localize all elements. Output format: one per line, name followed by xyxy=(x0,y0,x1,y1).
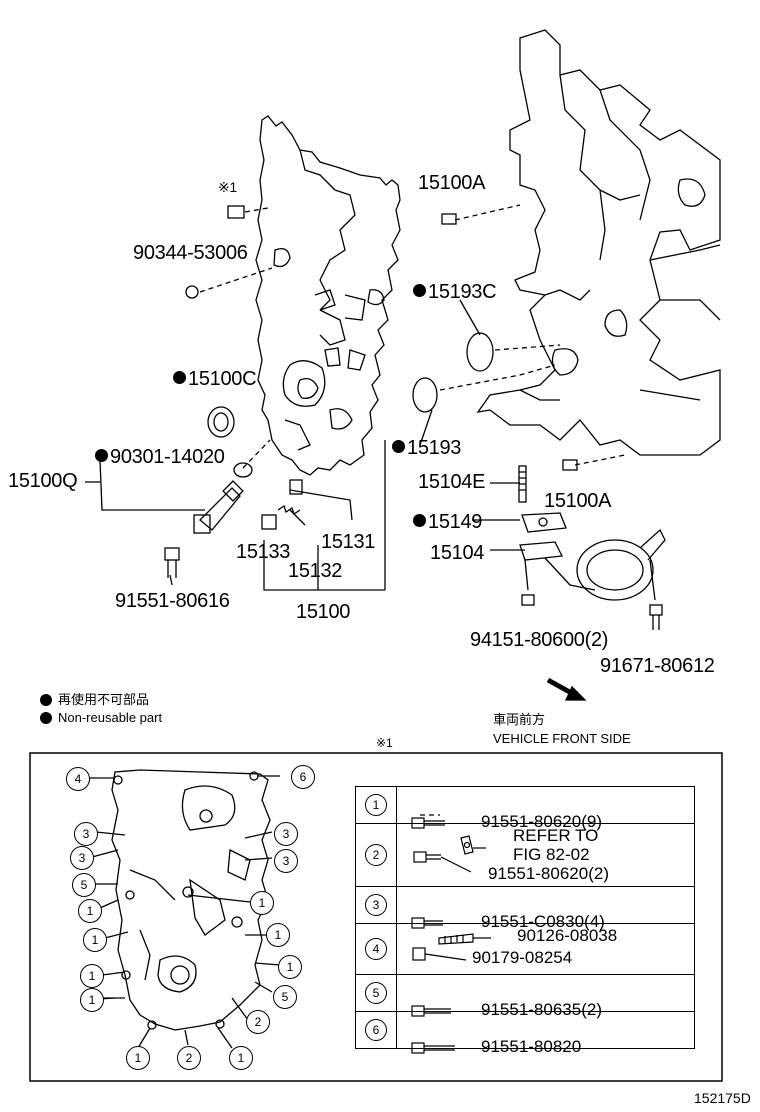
detail-cover-drawing xyxy=(111,769,271,1031)
callout-2: 2 xyxy=(246,1010,270,1034)
table-row: 5 91551-80635(2) xyxy=(355,974,695,1019)
table-row: 4 90126-08038 90179-08254 xyxy=(355,923,695,975)
callout-4: 4 xyxy=(66,767,90,791)
refer-text: REFER TO xyxy=(513,826,599,845)
label-15104: 15104 xyxy=(430,542,485,564)
non-reusable-dot-icon xyxy=(40,693,52,706)
table-row: 1 91551-80620(9) xyxy=(355,786,695,831)
part-number: 90126-08038 xyxy=(517,926,618,945)
direction-english: VEHICLE FRONT SIDE xyxy=(493,731,631,746)
callout-3: 3 xyxy=(274,822,298,846)
bolt-icon xyxy=(411,1005,451,1017)
row-number: 2 xyxy=(365,844,387,866)
non-reusable-dot-icon xyxy=(40,711,52,724)
callout-1: 1 xyxy=(229,1046,253,1070)
callout-3: 3 xyxy=(274,849,298,873)
figure-id: 152175D xyxy=(694,1090,751,1106)
part-number: 91551-80635(2) xyxy=(481,1000,602,1019)
part-number: 91551-C0830(4) xyxy=(481,912,605,931)
bracket-bolt-icon xyxy=(413,835,486,873)
direction-japanese: 車両前方 xyxy=(493,712,546,727)
label-15193: 15193 xyxy=(392,437,461,459)
table-row: 2 REFER TO FIG 82-02 91551-80620(2) xyxy=(355,823,695,887)
table-row: 3 91551-C0830(4) xyxy=(355,886,695,931)
label-15149: 15149 xyxy=(413,511,482,533)
label-94151-80600: 94151-80600(2) xyxy=(470,629,609,651)
label-91671-80612: 91671-80612 xyxy=(600,655,715,677)
row-number: 6 xyxy=(365,1019,387,1041)
label-15100C: 15100C xyxy=(173,368,257,390)
non-reusable-dot-icon xyxy=(173,371,186,385)
non-reusable-dot-icon xyxy=(413,514,426,528)
legend-english: Non-reusable part xyxy=(40,710,162,726)
callout-1: 1 xyxy=(250,891,274,915)
detail-mark: ※1 xyxy=(376,736,393,750)
bolt-icon xyxy=(411,1042,455,1054)
solid-leaders xyxy=(85,299,656,601)
part-number: 90179-08254 xyxy=(472,948,573,967)
engine-block-drawing xyxy=(476,29,721,456)
row-number: 3 xyxy=(365,894,387,916)
note-mark-1: ※1 xyxy=(218,179,237,195)
detail-frame xyxy=(29,752,723,1082)
callout-1: 1 xyxy=(80,988,104,1012)
callout-2: 2 xyxy=(177,1046,201,1070)
callout-3: 3 xyxy=(70,846,94,870)
bolt-icon xyxy=(411,917,443,929)
part-number: 91551-80620(2) xyxy=(488,864,609,883)
label-15104E: 15104E xyxy=(418,471,486,493)
callout-5: 5 xyxy=(273,985,297,1009)
small-parts xyxy=(164,205,666,630)
callout-3: 3 xyxy=(74,822,98,846)
callout-1: 1 xyxy=(78,899,102,923)
callout-1: 1 xyxy=(83,928,107,952)
label-15132: 15132 xyxy=(288,560,343,582)
non-reusable-dot-icon xyxy=(392,440,405,454)
label-91551-80616: 91551-80616 xyxy=(115,590,230,612)
label-15193C: 15193C xyxy=(413,281,497,303)
bolt-icon xyxy=(411,817,445,829)
row-number: 4 xyxy=(365,938,387,960)
callout-1: 1 xyxy=(80,964,104,988)
row-number: 1 xyxy=(365,794,387,816)
label-90301-14020: 90301-14020 xyxy=(95,446,225,468)
callout-6: 6 xyxy=(291,765,315,789)
stud-nut-icon xyxy=(412,933,491,961)
table-row: 6 91551-80820 xyxy=(355,1011,695,1056)
part-number: 91551-80620(9) xyxy=(481,812,602,831)
label-15131: 15131 xyxy=(321,531,376,553)
detail-leaders xyxy=(83,775,281,1049)
label-15100: 15100 xyxy=(296,601,351,623)
non-reusable-dot-icon xyxy=(95,449,108,463)
callout-5: 5 xyxy=(72,873,96,897)
parts-table: 1 91551-80620(9) 2 REFER TO FIG 82-02 91… xyxy=(355,786,695,1056)
callout-1: 1 xyxy=(266,923,290,947)
label-15100A-top: 15100A xyxy=(418,172,486,194)
callout-1: 1 xyxy=(126,1046,150,1070)
label-90344-53006: 90344-53006 xyxy=(133,242,248,264)
non-reusable-dot-icon xyxy=(413,284,426,298)
refer-fig: FIG 82-02 xyxy=(513,845,590,864)
legend-japanese: 再使用不可部品 xyxy=(40,692,149,708)
label-15133: 15133 xyxy=(236,541,291,563)
callout-1: 1 xyxy=(278,955,302,979)
row-number: 5 xyxy=(365,982,387,1004)
timing-chain-cover-drawing xyxy=(255,115,401,476)
part-number: 91551-80820 xyxy=(481,1037,582,1056)
label-15100Q: 15100Q xyxy=(8,470,78,492)
label-15100A-bottom: 15100A xyxy=(544,490,612,512)
